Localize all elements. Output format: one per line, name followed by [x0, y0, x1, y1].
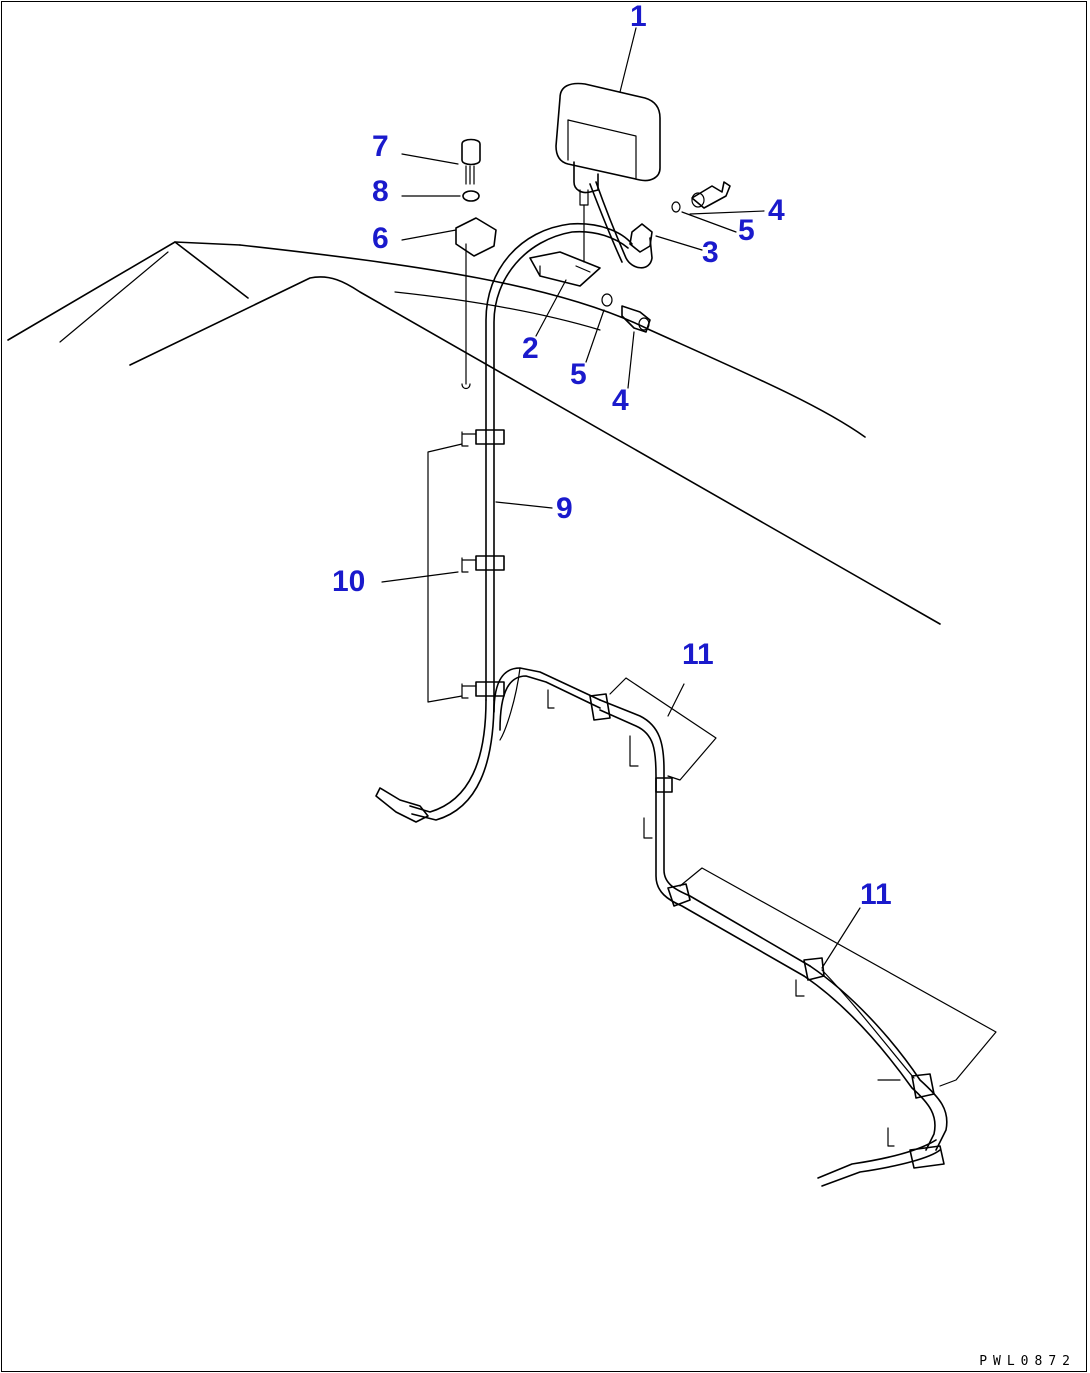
callout-7: 7 [372, 130, 389, 163]
wiring-harness [375, 222, 633, 823]
callout-4-upper: 4 [768, 194, 785, 227]
callout-9: 9 [556, 492, 573, 525]
lamp-bracket-assembly [629, 181, 731, 253]
lower-bolt-washer [601, 293, 651, 333]
callout-10: 10 [332, 565, 366, 598]
callout-1: 1 [630, 0, 647, 33]
callout-11-lower: 11 [860, 878, 892, 911]
callout-5-upper: 5 [738, 214, 755, 247]
leader-lines [381, 27, 997, 1087]
callout-3: 3 [702, 236, 719, 269]
callout-4-lower: 4 [612, 384, 629, 417]
machine-body-outline [7, 241, 941, 625]
callout-6: 6 [372, 222, 389, 255]
mounting-plate [529, 251, 601, 287]
callout-5-lower: 5 [570, 358, 587, 391]
callout-11-upper: 11 [682, 638, 714, 671]
harness-lower-route [547, 689, 948, 1187]
callout-2: 2 [522, 332, 539, 365]
bracket-bolt-stack [455, 138, 497, 390]
drawing-code-label: PWL0872 [979, 1354, 1076, 1369]
work-lamp [555, 82, 661, 269]
callout-8: 8 [372, 175, 389, 208]
